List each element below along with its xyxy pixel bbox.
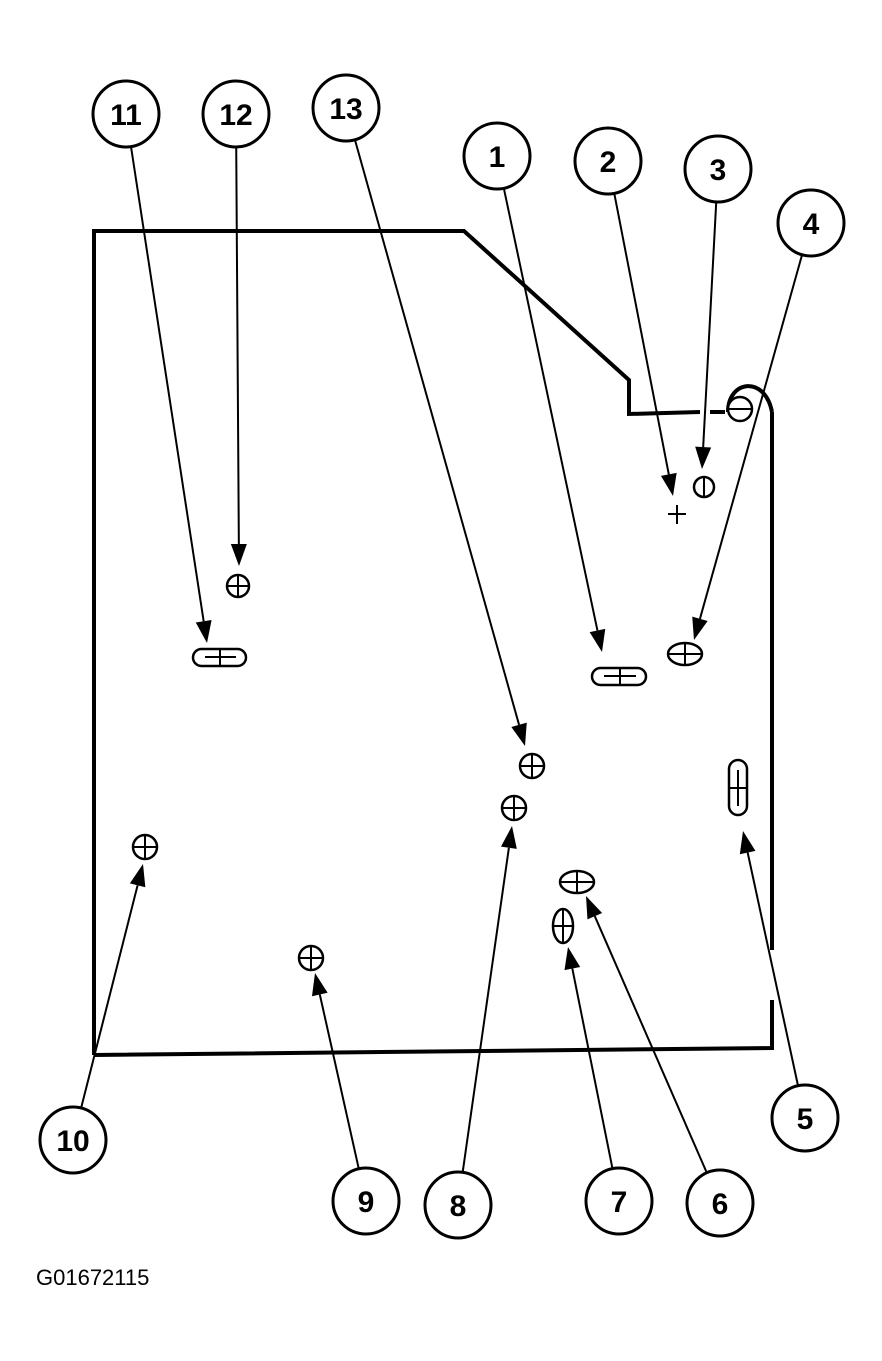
locator-mark-2 <box>668 505 686 524</box>
leader-line-7 <box>571 968 614 1169</box>
callout-circle-6 <box>685 1168 755 1238</box>
arrowhead-6 <box>586 896 603 920</box>
callout-label-11: 11 <box>110 99 142 132</box>
callout-label-13: 13 <box>329 93 362 126</box>
callout-2: 2 <box>573 126 643 196</box>
callout-circle-12 <box>201 79 271 149</box>
hole-6 <box>558 869 596 895</box>
leader-line-9 <box>318 994 360 1170</box>
callout-4: 4 <box>776 188 846 258</box>
callout-3: 3 <box>683 134 753 204</box>
callout-6: 6 <box>685 1168 755 1238</box>
callout-9: 9 <box>331 1166 401 1236</box>
arrowhead-1 <box>589 628 606 652</box>
callout-circle-9 <box>331 1166 401 1236</box>
hole-8 <box>500 794 528 822</box>
callout-label-10: 10 <box>56 1125 89 1158</box>
slot-11 <box>191 647 248 668</box>
figure-id: G01672115 <box>36 1265 150 1290</box>
panel-outline-right <box>93 412 774 1057</box>
callout-7: 7 <box>584 1166 654 1236</box>
callout-circle-7 <box>584 1166 654 1236</box>
callout-1: 1 <box>462 121 532 191</box>
slot-1 <box>590 666 648 687</box>
hole-13 <box>518 752 546 780</box>
leader-line-8 <box>461 847 510 1173</box>
callout-label-5: 5 <box>797 1103 814 1136</box>
hole-10 <box>131 833 159 861</box>
leader-lines <box>80 139 804 1174</box>
hole-12 <box>225 573 251 599</box>
callout-circle-5 <box>770 1083 840 1153</box>
arrowhead-3 <box>695 446 712 469</box>
arrowhead-8 <box>500 826 517 849</box>
callout-circle-1 <box>462 121 532 191</box>
panel-outline <box>92 229 725 1055</box>
callout-11: 11 <box>91 79 161 149</box>
callout-label-9: 9 <box>358 1186 375 1219</box>
arrowhead-2 <box>660 472 677 496</box>
leader-line-1 <box>502 188 599 631</box>
callout-circle-3 <box>683 134 753 204</box>
arrowhead-9 <box>311 973 328 997</box>
hole-7 <box>551 907 575 945</box>
leader-line-6 <box>593 915 708 1174</box>
leader-line-10 <box>80 885 139 1109</box>
leader-line-13 <box>353 139 521 726</box>
callout-13: 13 <box>311 73 381 143</box>
callout-5: 5 <box>770 1083 840 1153</box>
callout-label-6: 6 <box>712 1188 729 1221</box>
callout-circle-10 <box>38 1105 108 1175</box>
callout-label-2: 2 <box>600 146 617 179</box>
callout-label-1: 1 <box>489 141 506 174</box>
leader-line-12 <box>235 146 240 545</box>
callout-circle-13 <box>311 73 381 143</box>
arrowhead-10 <box>129 864 146 888</box>
arrowhead-13 <box>511 722 527 746</box>
hole-4 <box>666 641 704 667</box>
callout-label-7: 7 <box>611 1186 628 1219</box>
leader-line-3 <box>702 201 718 448</box>
callout-label-4: 4 <box>803 208 820 241</box>
hole-3 <box>692 475 716 499</box>
arrowhead-5 <box>739 831 756 855</box>
leader-line-5 <box>746 852 800 1086</box>
hole-hook <box>726 395 754 423</box>
callout-12: 12 <box>201 79 271 149</box>
callout-10: 10 <box>38 1105 108 1175</box>
arrowhead-4 <box>692 616 708 640</box>
callout-8: 8 <box>423 1170 493 1240</box>
callout-circle-11 <box>91 79 161 149</box>
callout-circle-4 <box>776 188 846 258</box>
leader-line-11 <box>130 146 205 622</box>
slot-5 <box>727 758 749 817</box>
arrowhead-12 <box>230 543 247 566</box>
leader-line-4 <box>698 254 804 620</box>
arrowhead-7 <box>564 947 581 971</box>
leader-line-2 <box>613 193 670 475</box>
hole-9 <box>297 944 325 972</box>
arrowhead-11 <box>195 620 212 643</box>
callout-label-3: 3 <box>710 154 727 187</box>
callout-label-8: 8 <box>450 1190 467 1223</box>
callout-label-12: 12 <box>219 99 252 132</box>
callout-circle-8 <box>423 1170 493 1240</box>
callout-circle-2 <box>573 126 643 196</box>
